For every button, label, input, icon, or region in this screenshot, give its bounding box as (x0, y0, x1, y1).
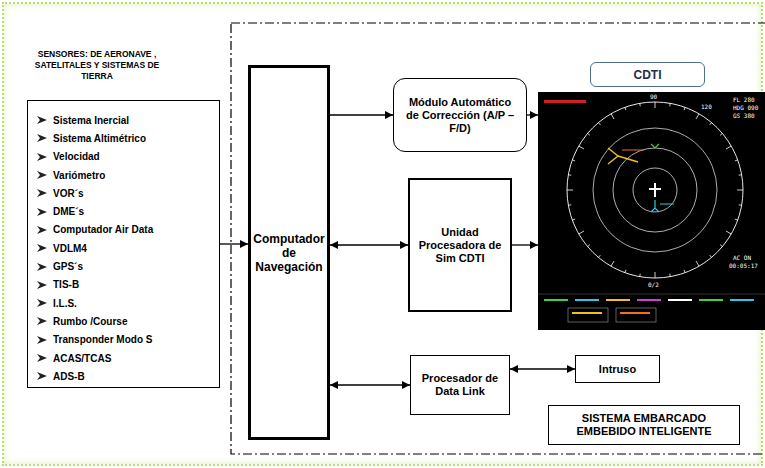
connector-arrow (512, 244, 538, 245)
sensor-item: Velocidad (53, 151, 100, 162)
cdti-display: CDTI (538, 92, 765, 330)
bullet-arrow (36, 353, 48, 363)
connector-arrow (527, 114, 538, 115)
list-row: Computador Air Data (36, 221, 215, 239)
connector-arrow (330, 384, 410, 385)
navigation-computer-box: Computador de Navegación (248, 65, 330, 440)
list-row: Variómetro (36, 166, 215, 184)
datalink-processor-box: Procesador de Data Link (410, 355, 510, 415)
box-content: Intruso (576, 356, 659, 382)
bullet-arrow (36, 170, 48, 180)
system-label-box: SISTEMA EMBARCADO EMBEBIDO INTELIGENTE (548, 405, 740, 445)
bullet-arrow (36, 207, 48, 217)
sensor-item: Variómetro (53, 170, 105, 181)
sensor-item: I.L.S. (53, 298, 77, 309)
box-label: Unidad Procesadora de Sim CDTI (418, 226, 502, 265)
display-title: CDTI (634, 68, 662, 82)
list-row: DME´s (36, 202, 215, 220)
embedded-system-frame: SISTEMA EMBARCADO EMBEBIDO INTELIGENTE Co… (230, 22, 765, 455)
box-label: Computador de Navegación (253, 232, 324, 274)
sensor-item: GPS´s (53, 261, 83, 272)
sensor-item: VOR´s (53, 188, 84, 199)
list-row: ADS-B (36, 367, 215, 385)
sensor-item: ACAS/TCAS (53, 353, 111, 364)
bullet-arrow (36, 152, 48, 162)
group-heading: SENSORES: DE AERONAVE , SATELITALES Y SI… (28, 49, 166, 82)
sensor-list: Sistema InercialSistema AltimétricoVeloc… (36, 111, 215, 385)
list-row: Velocidad (36, 148, 215, 166)
bullet-arrow (36, 133, 48, 143)
connector-arrow (330, 244, 408, 245)
bullet-arrow (36, 115, 48, 125)
box-label: Intruso (599, 363, 636, 376)
display-title-box: CDTI (590, 62, 705, 87)
list-row: I.L.S. (36, 294, 215, 312)
bullet-arrow (36, 262, 48, 272)
box-content: Módulo Automático de Corrección (A/P – F… (394, 79, 526, 151)
sensor-item: VDLM4 (53, 243, 87, 254)
sensor-item: Transponder Modo S (53, 334, 152, 345)
sensor-item: TIS-B (53, 279, 79, 290)
box-label: Módulo Automático de Corrección (A/P – F… (402, 96, 518, 135)
sensor-item: Sistema Altimétrico (53, 133, 146, 144)
radar-display (538, 92, 765, 330)
bullet-arrow (36, 188, 48, 198)
bullet-arrow (36, 225, 48, 235)
box-content: Unidad Procesadora de Sim CDTI (410, 180, 510, 310)
connector-arrow (330, 114, 393, 115)
list-row: GPS´s (36, 257, 215, 275)
sensor-list-box: SENSORES: DE AERONAVE , SATELITALES Y SI… (27, 100, 220, 388)
connector-arrow (510, 368, 575, 369)
sensor-item: ADS-B (53, 371, 85, 382)
bullet-arrow (36, 280, 48, 290)
bullet-arrow (36, 298, 48, 308)
list-row: ACAS/TCAS (36, 349, 215, 367)
sensor-item: DME´s (53, 206, 84, 217)
box-label: Procesador de Data Link (419, 372, 501, 398)
system-label: SISTEMA EMBARCADO EMBEBIDO INTELIGENTE (555, 412, 733, 438)
bullet-arrow (36, 316, 48, 326)
list-row: Rumbo /Course (36, 312, 215, 330)
sensor-item: Computador Air Data (53, 224, 153, 235)
box-content: Procesador de Data Link (411, 356, 509, 414)
sensor-item: Sistema Inercial (53, 115, 129, 126)
intruder-box: Intruso (575, 355, 660, 383)
cdti-processor-box: Unidad Procesadora de Sim CDTI (408, 178, 512, 312)
sensor-item: Rumbo /Course (53, 316, 127, 327)
list-row: TIS-B (36, 276, 215, 294)
bullet-arrow (36, 371, 48, 381)
list-row: VDLM4 (36, 239, 215, 257)
box-content: Computador de Navegación (251, 68, 327, 437)
list-row: Sistema Inercial (36, 111, 215, 129)
list-row: VOR´s (36, 184, 215, 202)
bullet-arrow (36, 243, 48, 253)
connector-arrow (220, 243, 248, 244)
list-row: Transponder Modo S (36, 331, 215, 349)
list-row: Sistema Altimétrico (36, 129, 215, 147)
correction-module-box: Módulo Automático de Corrección (A/P – F… (393, 78, 527, 152)
bullet-arrow (36, 335, 48, 345)
